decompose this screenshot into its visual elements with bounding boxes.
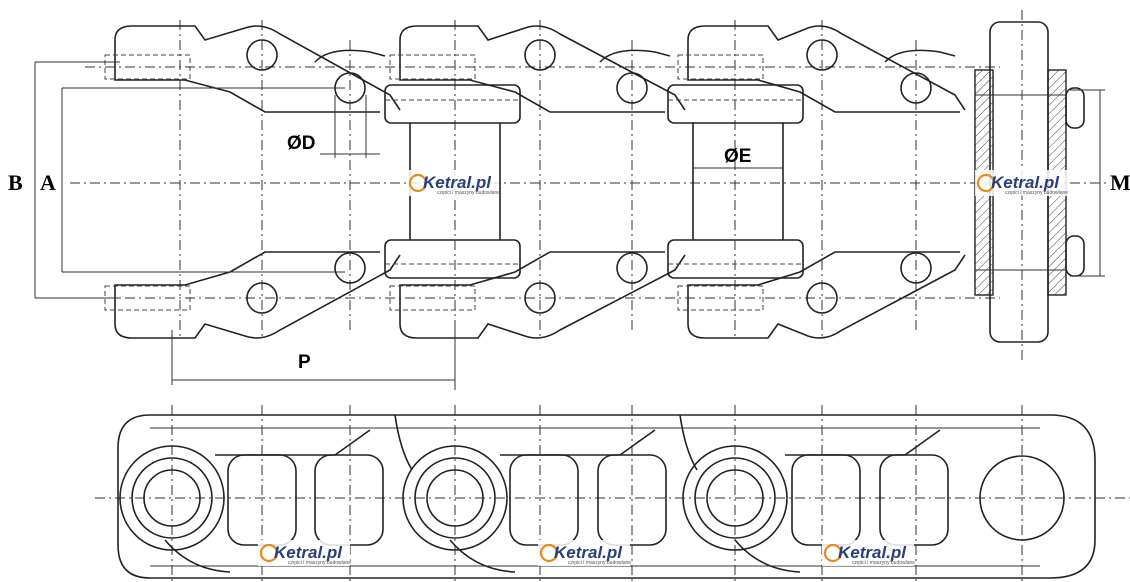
watermark-logo: Ketral.pl części i maszyny budowlane — [258, 540, 351, 566]
svg-text:Ketral.pl: Ketral.pl — [554, 543, 623, 562]
svg-text:części i maszyny budowlane: części i maszyny budowlane — [288, 560, 351, 566]
svg-text:części i maszyny budowlane: części i maszyny budowlane — [437, 190, 500, 196]
svg-text:części i maszyny budowlane: części i maszyny budowlane — [1005, 190, 1068, 196]
svg-text:części i maszyny budowlane: części i maszyny budowlane — [568, 560, 631, 566]
upper-link-row — [104, 25, 966, 124]
watermark-logo: Ketral.pl części i maszyny budowlane — [538, 540, 631, 566]
label-d: ØD — [287, 133, 316, 154]
svg-text:Ketral.pl: Ketral.pl — [838, 543, 907, 562]
label-p: P — [298, 352, 311, 373]
label-a: A — [40, 170, 56, 195]
lower-link-row — [104, 239, 966, 339]
svg-text:Ketral.pl: Ketral.pl — [274, 543, 343, 562]
watermark-logo: Ketral.pl części i maszyny budowlane — [407, 170, 500, 196]
watermark-logo: Ketral.pl części i maszyny budowlane — [975, 170, 1068, 196]
watermark-logo: Ketral.pl części i maszyny budowlane — [822, 540, 915, 566]
label-e: ØE — [724, 146, 751, 167]
top-view: B A ØD ØE M P Ketral.pl części i maszyny… — [8, 10, 1130, 390]
dimensions — [34, 61, 1105, 385]
svg-text:Ketral.pl: Ketral.pl — [991, 173, 1060, 192]
label-b: B — [8, 170, 23, 195]
svg-text:części i maszyny budowlane: części i maszyny budowlane — [852, 560, 915, 566]
side-view: Ketral.pl części i maszyny budowlane Ket… — [95, 405, 1130, 582]
svg-text:Ketral.pl: Ketral.pl — [423, 173, 492, 192]
label-m: M — [1110, 170, 1130, 195]
